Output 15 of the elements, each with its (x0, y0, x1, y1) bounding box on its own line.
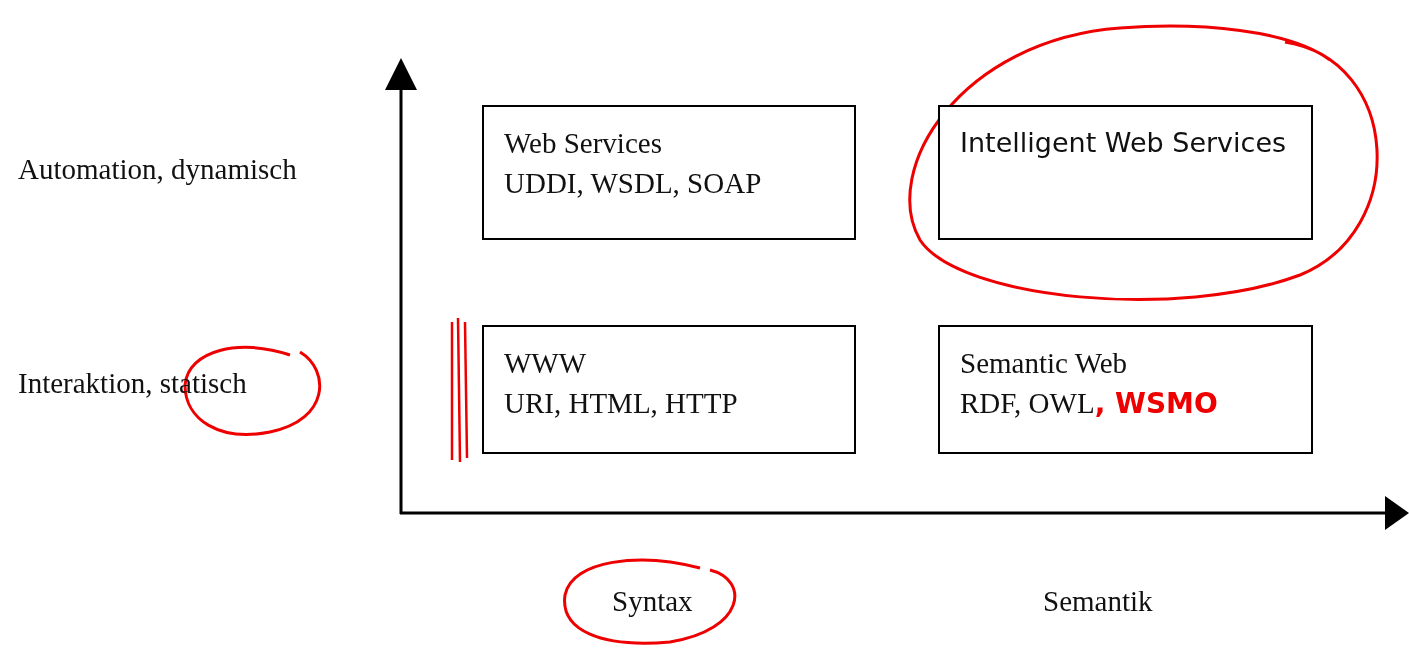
category-box (938, 325, 1313, 454)
category-box (938, 105, 1313, 240)
category-box (482, 325, 856, 454)
box-heading: WWW (504, 346, 588, 381)
category-box (482, 105, 856, 240)
axis-label: Semantik (1043, 585, 1153, 618)
box-heading: Semantic Web (960, 346, 1129, 381)
box-heading: Web Services (504, 126, 663, 161)
box-heading: Intelligent Web Services (960, 126, 1288, 160)
axis-label: Syntax (612, 585, 693, 618)
axis-label: Automation, dynamisch (18, 153, 297, 186)
handwritten-note: , WSMO (1094, 387, 1218, 420)
box-text: URI, HTML, HTTP (504, 386, 739, 421)
box-text: RDF, OWL (960, 386, 1095, 421)
box-text: UDDI, WSDL, SOAP (504, 166, 763, 201)
